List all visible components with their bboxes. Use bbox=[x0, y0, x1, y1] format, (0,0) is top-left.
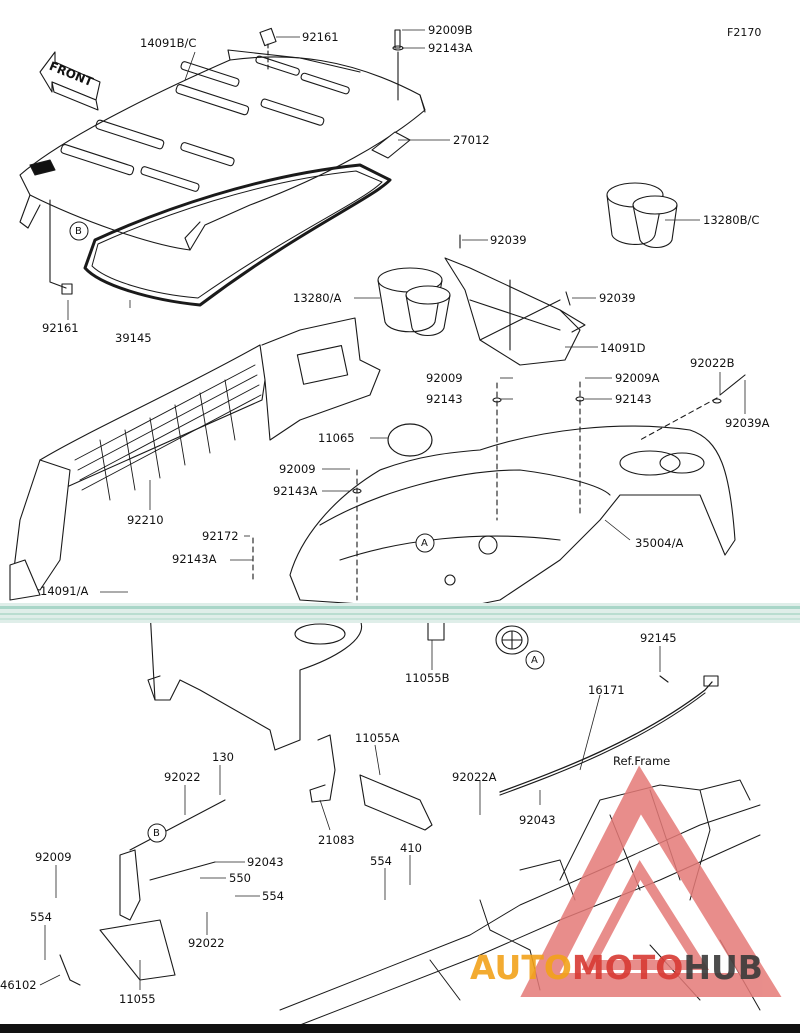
part-label-92143a-low: 92143A bbox=[172, 552, 217, 566]
callout-letter-a1: A bbox=[421, 538, 428, 549]
lens-11065-drawing bbox=[387, 423, 433, 457]
watermark-moto: MOTO bbox=[571, 948, 684, 987]
part-label-13280a: 13280/A bbox=[293, 291, 342, 305]
watermark-hub: HUB bbox=[683, 948, 763, 987]
part-label-92210: 92210 bbox=[127, 513, 164, 527]
dash-cover-drawing bbox=[289, 425, 736, 611]
part-label-92039-b: 92039 bbox=[599, 291, 636, 305]
part-label-39145: 39145 bbox=[115, 331, 152, 345]
callout-b-top bbox=[69, 221, 89, 241]
ref-frame-label: Ref.Frame bbox=[613, 754, 671, 768]
front-arrow-icon bbox=[39, 51, 101, 111]
bracket-14091d-drawing bbox=[444, 257, 586, 366]
part-label-46102: 46102 bbox=[0, 978, 37, 992]
part-label-92172: 92172 bbox=[202, 529, 239, 543]
part-label-130: 130 bbox=[212, 750, 234, 764]
part-label-550: 550 bbox=[229, 871, 251, 885]
scan-glitch-band bbox=[0, 603, 800, 623]
part-label-92143a-top: 92143A bbox=[428, 41, 473, 55]
cup-holder-rear-drawing bbox=[606, 182, 678, 249]
callout-b-lower bbox=[147, 823, 167, 843]
grommet-a-drawing bbox=[495, 625, 529, 655]
watermark-auto: AUTO bbox=[470, 948, 572, 987]
part-label-92143-a: 92143 bbox=[426, 392, 463, 406]
part-label-92143-b: 92143 bbox=[615, 392, 652, 406]
part-label-92022a: 92022A bbox=[452, 770, 497, 784]
part-label-92039-a: 92039 bbox=[490, 233, 527, 247]
part-label-16171: 16171 bbox=[588, 683, 625, 697]
watermark-logo bbox=[520, 765, 782, 997]
part-label-11065: 11065 bbox=[318, 431, 355, 445]
part-label-21083: 21083 bbox=[318, 833, 355, 847]
part-label-13280bc: 13280B/C bbox=[703, 213, 760, 227]
watermark-text: AUTOMOTOHUB bbox=[470, 948, 763, 987]
part-label-92022-b: 92022 bbox=[188, 936, 225, 950]
roof-panel-drawing bbox=[19, 49, 426, 251]
part-label-92009a: 92009A bbox=[615, 371, 660, 385]
part-label-92009-c: 92009 bbox=[35, 850, 72, 864]
cable-16171-drawing bbox=[499, 681, 713, 793]
part-label-92009b: 92009B bbox=[428, 23, 473, 37]
part-label-92039a: 92039A bbox=[725, 416, 770, 430]
part-label-92043-b: 92043 bbox=[247, 855, 284, 869]
part-label-92043-a: 92043 bbox=[519, 813, 556, 827]
part-label-35004a: 35004/A bbox=[635, 536, 684, 550]
part-label-27012: 27012 bbox=[453, 133, 490, 147]
part-label-11055: 11055 bbox=[119, 992, 156, 1006]
part-label-92009-b: 92009 bbox=[279, 462, 316, 476]
callout-letter-b2: B bbox=[153, 828, 160, 839]
lower-dash-drawing bbox=[147, 609, 363, 751]
bottom-border bbox=[0, 1024, 800, 1033]
part-label-92145: 92145 bbox=[640, 631, 677, 645]
part-label-11055a: 11055A bbox=[355, 731, 400, 745]
seal-strip-drawing bbox=[83, 163, 392, 307]
callout-letter-b1: B bbox=[75, 226, 82, 237]
callout-letter-a2: A bbox=[531, 655, 538, 666]
part-label-92022-a: 92022 bbox=[164, 770, 201, 784]
cup-holder-front-drawing bbox=[377, 267, 451, 337]
part-label-554-b: 554 bbox=[262, 889, 284, 903]
part-label-554-a: 554 bbox=[370, 854, 392, 868]
part-label-554-c: 554 bbox=[30, 910, 52, 924]
part-label-92161-left: 92161 bbox=[42, 321, 79, 335]
part-label-14091d: 14091D bbox=[600, 341, 646, 355]
part-label-92009-a: 92009 bbox=[426, 371, 463, 385]
callout-a-dash bbox=[415, 533, 435, 553]
part-label-92143a-mid: 92143A bbox=[273, 484, 318, 498]
part-label-92161-top: 92161 bbox=[302, 30, 339, 44]
part-label-410: 410 bbox=[400, 841, 422, 855]
callout-a-lower bbox=[525, 650, 545, 670]
part-label-11055b: 11055B bbox=[405, 671, 450, 685]
grille-panel-drawing bbox=[11, 317, 381, 591]
part-label-14091bc: 14091B/C bbox=[140, 36, 197, 50]
figure-code: F2170 bbox=[727, 26, 762, 39]
part-label-14091a: 14091/A bbox=[40, 584, 89, 598]
part-label-92022b: 92022B bbox=[690, 356, 735, 370]
